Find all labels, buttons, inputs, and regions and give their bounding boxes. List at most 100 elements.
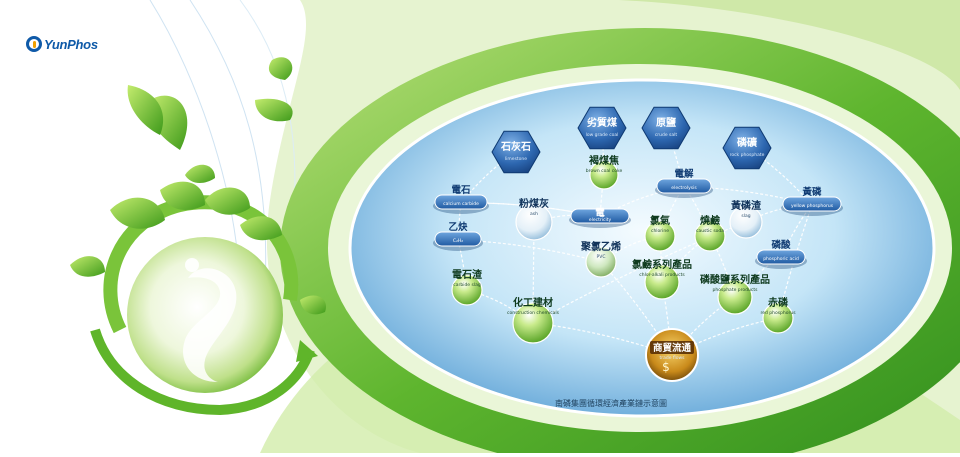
node-trade-sublabel: trade flows [659, 355, 685, 361]
node-caustic-label: 燒鹼 [700, 214, 721, 227]
node-building-shape [512, 302, 554, 344]
node-rock-label: 磷礦 [737, 136, 757, 149]
node-carbide-slag-shape [451, 274, 483, 306]
node-slag-shape [729, 205, 763, 239]
node-electricity-shape [570, 208, 630, 224]
node-coal-shape [577, 106, 627, 150]
diagram-caption: 南磷集團循環經濟產業鏈示意圖 [0, 398, 960, 409]
node-electrolysis-shape [656, 178, 712, 194]
node-ash-shape [515, 203, 553, 241]
node-rock-sublabel: rock phosphate [730, 152, 765, 158]
node-coal[interactable]: 劣質煤 low grade coal [577, 106, 627, 150]
node-limestone-sublabel: limestone [505, 156, 527, 162]
node-electricity-label: 電 [595, 207, 605, 219]
node-yellow-p-shape [782, 196, 842, 212]
node-phos-acid-sublabel: phosphoric acid [763, 256, 799, 262]
node-trade-label-bg [650, 341, 694, 354]
node-phos-acid-label: 磷酸 [771, 239, 791, 251]
node-chlor-products-shape [644, 264, 680, 300]
node-trade-label: 商貿流通 [653, 342, 692, 354]
node-salt-label: 原鹽 [656, 116, 676, 129]
node-limestone-label: 石灰石 [500, 140, 531, 153]
node-chlorine-sublabel: chlorine [651, 228, 669, 234]
node-slag-sublabel: slag [741, 213, 750, 219]
node-electricity-sublabel: electricity [589, 217, 612, 223]
sphere-illustration [70, 57, 326, 416]
node-electrolysis-sublabel: electrolysis [671, 185, 697, 191]
node-building-sublabel: construction chemicals [507, 310, 560, 316]
green-ring [280, 28, 960, 457]
node-carbide-sublabel: calcium carbide [443, 201, 479, 207]
node-phos-acid-shape [756, 249, 806, 265]
caption-text: 南磷集團循環經濟產業鏈示意圖 [555, 399, 667, 408]
node-acetylene-label: 乙炔 [448, 221, 468, 233]
arrow-ash-to-building [530, 221, 537, 325]
node-phos-products-sublabel: phosphate products [713, 287, 759, 293]
node-rock-shape [722, 126, 772, 170]
node-phos-products-shape [717, 279, 753, 315]
node-pvc-shape [585, 246, 617, 278]
node-coal-sublabel: low grade coal [586, 132, 619, 138]
node-lignite-label: 褐煤焦 [588, 154, 619, 167]
node-building-label: 化工建材 [513, 296, 553, 309]
node-carbide-slag-sublabel: carbide slag [453, 282, 481, 288]
node-coal-label: 劣質煤 [587, 116, 617, 129]
yunphos-logo[interactable]: YunPhos [26, 36, 98, 52]
node-salt-shape [641, 106, 691, 150]
node-chlor-products-label: 氯鹼系列產品 [632, 258, 692, 271]
node-acetylene[interactable]: 乙炔 C₂H₂ [433, 221, 483, 251]
node-salt[interactable]: 原鹽 crude salt [641, 106, 691, 150]
node-red-p-label: 赤磷 [768, 296, 789, 309]
node-chlor-products-sublabel: chlor-alkali products [639, 272, 685, 278]
node-caustic-sublabel: caustic soda [696, 228, 724, 234]
node-chlorine-label: 氯氣 [650, 214, 670, 227]
coin-icon: $ [662, 360, 670, 374]
node-red-p-sublabel: red phosphorus [760, 310, 796, 316]
node-carbide[interactable]: 電石 calcium carbide [433, 184, 489, 214]
node-yellow-p-label: 黃磷 [801, 186, 822, 198]
arrow-phos-acid-to-phos-products [734, 257, 782, 298]
node-caustic-shape [694, 220, 726, 252]
node-lignite-shape [589, 160, 619, 190]
node-carbide-shape [434, 194, 488, 210]
node-trade-shape [645, 328, 699, 382]
node-red-p-shape [762, 302, 794, 334]
node-ash-sublabel: ash [530, 211, 538, 217]
node-carbide-slag-label: 電石渣 [452, 268, 483, 281]
node-phos-products-label: 磷酸鹽系列產品 [700, 273, 770, 286]
node-salt-sublabel: crude salt [655, 132, 678, 138]
node-limestone[interactable]: 石灰石 limestone [491, 130, 541, 174]
node-carbide-label: 電石 [451, 184, 471, 196]
node-chlorine-shape [644, 220, 676, 252]
node-rock[interactable]: 磷礦 rock phosphate [722, 126, 772, 170]
arrow-slag-to-building [531, 221, 747, 324]
node-acetylene-sublabel: C₂H₂ [453, 238, 463, 244]
node-lignite-sublabel: brown coal coke [586, 168, 623, 174]
node-limestone-shape [491, 130, 541, 174]
node-slag-label: 黃磷渣 [731, 199, 762, 212]
logo-text: YunPhos [44, 36, 98, 52]
node-phos-acid[interactable]: 磷酸 phosphoric acid [755, 239, 807, 269]
node-pvc-label: 聚氯乙烯 [580, 240, 621, 253]
node-pvc-sublabel: PVC [597, 254, 606, 260]
node-ash-label: 粉煤灰 [519, 197, 549, 210]
logo-icon [26, 36, 42, 52]
flow-nodes: 石灰石 limestone 劣質煤 low grade coal 原鹽 crude sal… [433, 106, 843, 382]
